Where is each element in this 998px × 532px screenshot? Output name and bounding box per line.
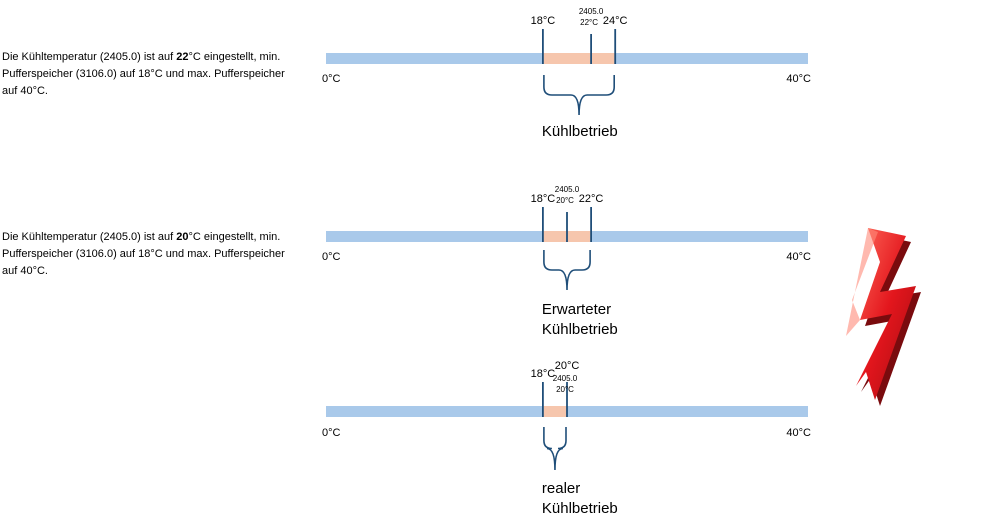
- description-2: Die Kühltemperatur (2405.0) ist auf 20°C…: [2, 229, 302, 280]
- range-brace: [543, 75, 615, 116]
- cooling-range-fill: [542, 53, 616, 64]
- marker-label: 2405.0: [579, 7, 604, 16]
- marker-label: 18°C: [531, 368, 556, 380]
- brace-label: Erwarteter: [542, 301, 611, 318]
- marker-sublabel: 2405.0: [553, 374, 578, 383]
- marker-sublabel: 20°C: [556, 196, 574, 205]
- marker-sublabel: 20°C: [556, 385, 574, 394]
- description-2-pre: Die Kühltemperatur (2405.0) ist auf: [2, 231, 177, 243]
- range-brace: [543, 427, 567, 471]
- brace-label: Kühlbetrieb: [542, 123, 618, 140]
- scale-min-label: 0°C: [322, 73, 341, 85]
- description-2-bold: 20: [176, 231, 189, 243]
- marker-label: 18°C: [531, 15, 556, 27]
- scale-max-label: 40°C: [786, 251, 811, 263]
- cooling-range-fill: [542, 406, 567, 417]
- brace-label: Kühlbetrieb: [542, 321, 618, 338]
- range-brace: [543, 250, 591, 291]
- scale-max-label: 40°C: [786, 427, 811, 439]
- marker-label: 2405.0: [555, 185, 580, 194]
- marker-label: 24°C: [603, 15, 628, 27]
- temperature-bar-1: 0°C 40°C 18°C 2405.0 22°C 24°C Kühlbetrieb: [322, 7, 811, 140]
- marker-label: 22°C: [579, 193, 604, 205]
- brace-label: Kühlbetrieb: [542, 500, 618, 517]
- description-1-post: °C eingestellt, min. Pufferspeicher (310…: [2, 51, 285, 97]
- brace-label: realer: [542, 480, 580, 497]
- description-2-post: °C eingestellt, min. Pufferspeicher (310…: [2, 231, 285, 277]
- scale-min-label: 0°C: [322, 251, 341, 263]
- description-1-bold: 22: [176, 51, 189, 63]
- marker-label: 20°C: [555, 360, 580, 372]
- lightning-bolt-icon: [846, 228, 921, 406]
- scale-max-label: 40°C: [786, 73, 811, 85]
- description-1-pre: Die Kühltemperatur (2405.0) ist auf: [2, 51, 177, 63]
- marker-sublabel: 22°C: [580, 18, 598, 27]
- description-1: Die Kühltemperatur (2405.0) ist auf 22°C…: [2, 49, 302, 100]
- marker-label: 18°C: [531, 193, 556, 205]
- scale-min-label: 0°C: [322, 427, 341, 439]
- temperature-bar-3: 0°C 40°C 18°C20°C 2405.0 20°C realerKühlbetri…: [322, 360, 811, 517]
